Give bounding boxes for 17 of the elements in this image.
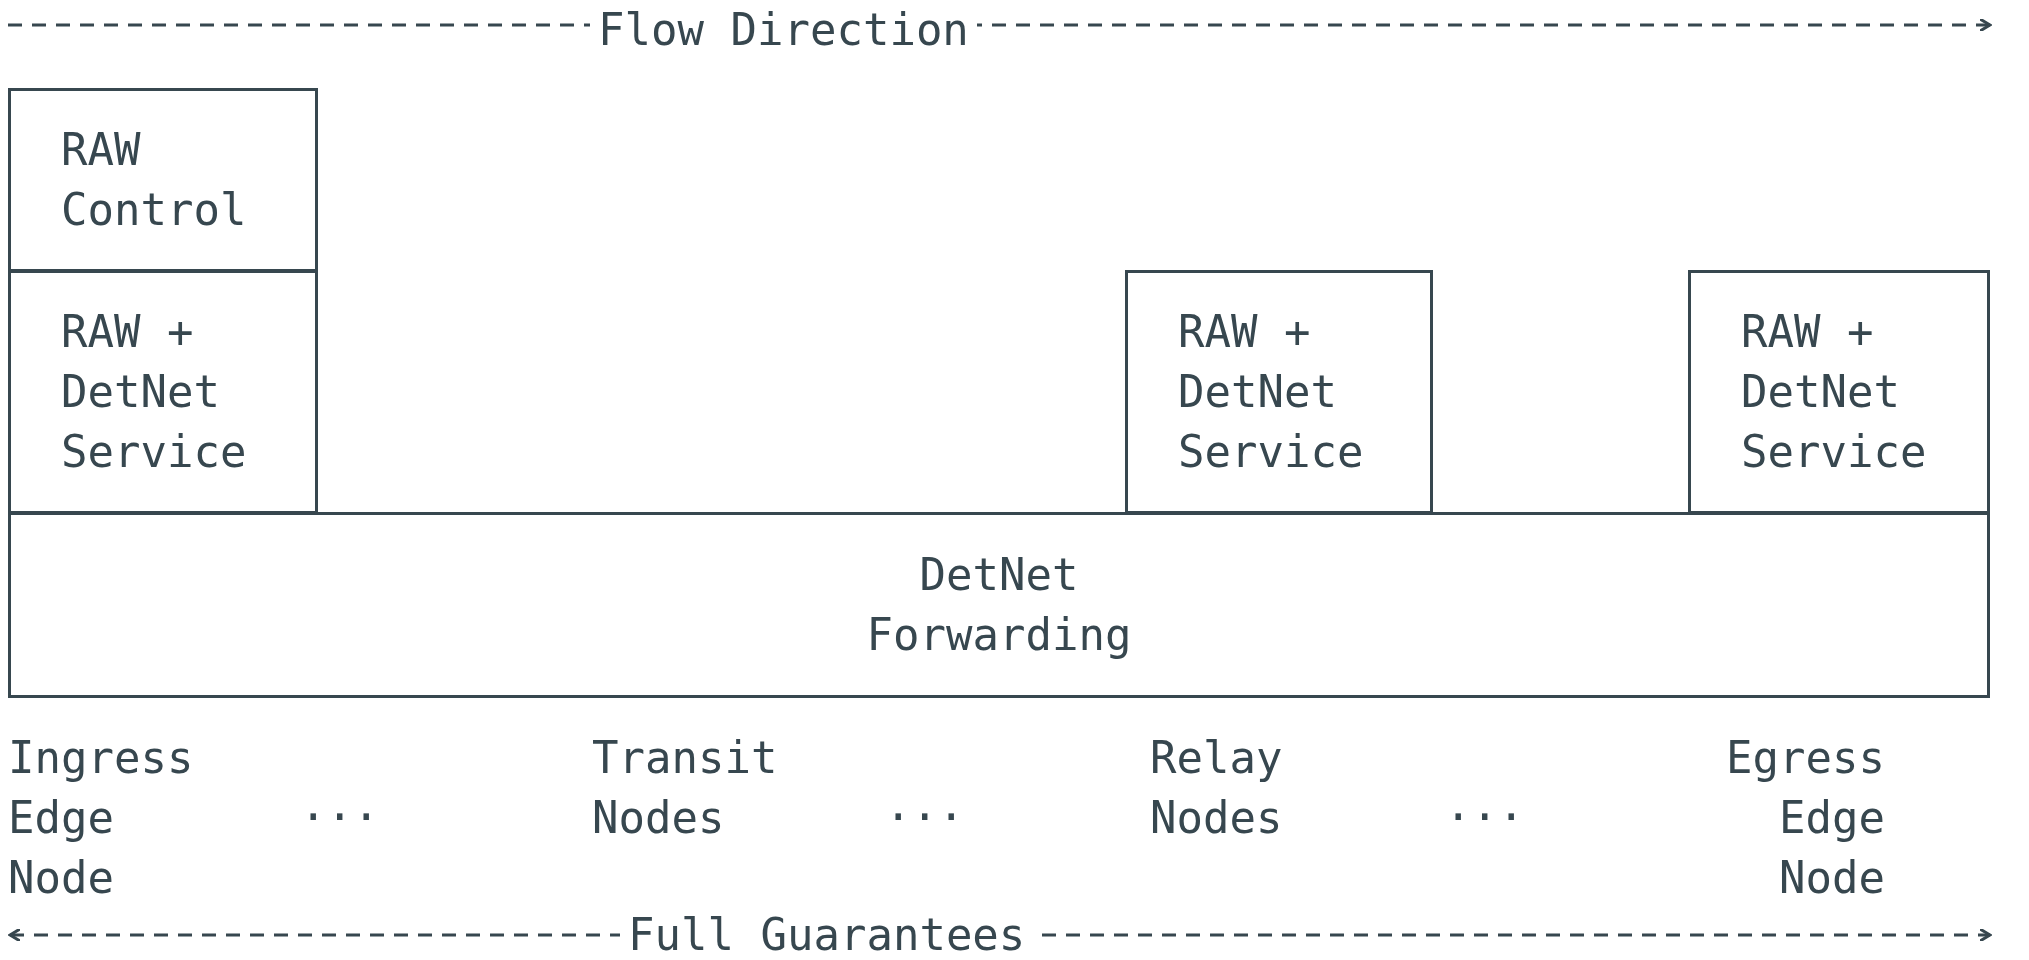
ellipsis: ... [885, 778, 965, 832]
ellipsis: ... [300, 778, 380, 832]
forwarding-layer-band [8, 512, 1990, 698]
node-role-label: Relay Nodes [1150, 731, 1284, 845]
layer-label: RAW + DetNet Service [1741, 305, 1928, 479]
node-role-label: Ingress Edge Node [8, 731, 195, 905]
layer-label: RAW + DetNet Service [1178, 305, 1365, 479]
layer-box [1688, 270, 1990, 514]
ellipsis: ... [1445, 778, 1525, 832]
layer-box [1125, 270, 1433, 514]
layer-label: RAW + DetNet Service [61, 305, 248, 479]
layer-label: RAW Control [61, 123, 248, 237]
layer-label: DetNet Forwarding [865, 548, 1133, 662]
layer-box [8, 88, 318, 272]
node-role-label: Transit Nodes [592, 731, 779, 845]
layer-box [8, 270, 318, 514]
node-role-label: Egress Edge Node [1725, 731, 1885, 905]
